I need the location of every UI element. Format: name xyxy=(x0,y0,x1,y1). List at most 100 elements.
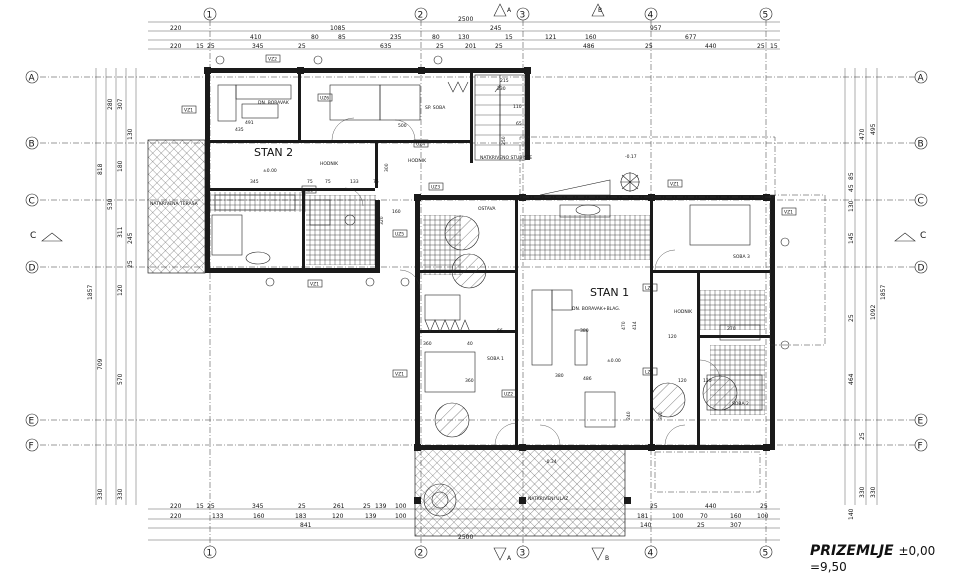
dim-top-957: 957 xyxy=(650,25,662,32)
idim-300b: 300 xyxy=(658,411,664,420)
dim-bot-183: 183 xyxy=(295,513,307,520)
dim-bot-25d: 25 xyxy=(650,503,658,510)
level-stan1: ±0.00 xyxy=(607,358,621,364)
dim-left-530: 530 xyxy=(107,198,114,210)
dim-left-total: 1857 xyxy=(87,285,94,300)
right-dimension-chains: 1857 1092 470 495 45 85 130 145 25 464 2… xyxy=(844,68,887,520)
idim-75a: 75 xyxy=(307,179,313,185)
dim-left-709: 709 xyxy=(97,358,104,370)
tag-lz1: LZ1 xyxy=(645,370,654,376)
dim-bot-220a: 220 xyxy=(170,503,182,510)
dim-top-85: 85 xyxy=(338,34,346,41)
axis-row-f-right: F xyxy=(918,442,923,452)
interior-dims: 500 435 491 345 75 75 133 75 160 320 360… xyxy=(235,78,736,420)
dim-bot-139b: 139 xyxy=(365,513,377,520)
opening-tags: VZ2 VZ1 UZ6 UZ4 UZ1 UZ3 UZ5 VZ1 VZ1 VZ1 … xyxy=(181,54,797,398)
axis-col-1-top: 1 xyxy=(207,11,213,21)
dim-left-25: 25 xyxy=(127,260,134,268)
dim-bot-100d: 100 xyxy=(757,513,769,520)
idim-470: 470 xyxy=(621,321,627,330)
section-a-top: A xyxy=(507,7,512,14)
idim-120a: 120 xyxy=(678,378,687,384)
dim-top-345: 345 xyxy=(252,43,264,50)
dim-top-220b: 220 xyxy=(170,43,182,50)
dim-top-440: 440 xyxy=(705,43,717,50)
dim-right-130: 130 xyxy=(848,200,855,212)
dim-top-15: 15 xyxy=(505,34,513,41)
dim-top-220a: 220 xyxy=(170,25,182,32)
dim-bot-261: 261 xyxy=(333,503,345,510)
dim-top-121: 121 xyxy=(545,34,557,41)
axis-row-c-left: C xyxy=(29,197,35,207)
furniture-stan1 xyxy=(424,204,763,428)
tag-vz2: VZ2 xyxy=(268,57,277,63)
idim-230: 230 xyxy=(497,86,506,92)
dim-bot-140: 140 xyxy=(640,522,652,529)
dim-top-486: 486 xyxy=(583,43,595,50)
idim-360b: 360 xyxy=(423,341,432,347)
tag-vz1-e: VZ1 xyxy=(395,372,404,378)
dim-bot-15: 15 xyxy=(196,503,204,510)
dim-top-677: 677 xyxy=(685,34,697,41)
walls xyxy=(205,68,775,450)
dim-top-410: 410 xyxy=(250,34,262,41)
entry-canopy xyxy=(654,451,761,493)
dim-right-470: 470 xyxy=(859,128,866,140)
room-hodnik-1: HODNIK xyxy=(674,309,693,315)
tag-uz3: UZ3 xyxy=(431,185,440,191)
columns xyxy=(204,67,770,504)
room-labels: DN. BORAVAK SP. SOBA HODNIK HODNIK NATKR… xyxy=(150,100,750,502)
plant-symbols xyxy=(431,172,640,509)
idim-414: 414 xyxy=(632,321,638,330)
level-stan2: ±0.00 xyxy=(263,168,277,174)
axis-col-2-top: 2 xyxy=(418,11,424,21)
room-soba-1: SOBA 1 xyxy=(487,356,504,362)
dim-bot-25c: 25 xyxy=(363,503,371,510)
dim-bot-25a: 25 xyxy=(207,503,215,510)
axis-col-4-bottom: 4 xyxy=(648,549,654,559)
roof-outline-1 xyxy=(519,136,776,198)
dim-bot-100: 100 xyxy=(395,503,407,510)
tag-uz4: UZ4 xyxy=(416,142,425,148)
idim-65: 65 xyxy=(516,121,522,127)
dim-right-1092: 1092 xyxy=(870,305,877,320)
dim-bot-25e: 25 xyxy=(760,503,768,510)
axis-col-4-top: 4 xyxy=(648,11,654,21)
tag-lz2: LZ2 xyxy=(645,286,654,292)
dim-bot-345: 345 xyxy=(252,503,264,510)
dim-bot-160: 160 xyxy=(253,513,265,520)
axis-bubbles-left: A B C D E F xyxy=(25,70,39,452)
idim-66: 66 xyxy=(497,328,503,334)
entry-steps xyxy=(539,179,611,196)
room-ostava: OSTAVA xyxy=(478,206,496,212)
tag-uz2: UZ2 xyxy=(504,392,513,398)
idim-435: 435 xyxy=(235,127,244,133)
furniture-stan2 xyxy=(211,84,421,265)
axis-col-3-bottom: 3 xyxy=(520,549,526,559)
tag-uz6: UZ6 xyxy=(320,96,329,102)
dim-left-330b: 330 xyxy=(117,488,124,500)
room-sp-soba-2: SP. SOBA xyxy=(425,105,446,111)
room-dnevni-boravak-2: DN. BORAVAK xyxy=(258,100,290,106)
dim-bot-25f: 25 xyxy=(697,522,705,529)
dim-bot-160b: 160 xyxy=(730,513,742,520)
room-hodnik-2: HODNIK xyxy=(320,161,339,167)
idim-491: 491 xyxy=(245,120,254,126)
dim-bot-841: 841 xyxy=(300,522,312,529)
doors xyxy=(331,117,721,446)
dim-right-330b: 330 xyxy=(870,486,877,498)
dim-left-818: 818 xyxy=(97,163,104,175)
tile-bath-3 xyxy=(700,290,765,330)
idim-75c: 75 xyxy=(373,179,379,185)
dim-top-25d: 25 xyxy=(495,43,503,50)
tag-uz1-a: UZ1 xyxy=(304,188,313,194)
tile-kitchen-2 xyxy=(210,192,306,212)
dim-bot-25b: 25 xyxy=(298,503,306,510)
dim-bot-total: 2500 xyxy=(458,534,473,541)
idim-270: 270 xyxy=(727,326,736,332)
dim-right-25: 25 xyxy=(848,314,855,322)
dim-top-130: 130 xyxy=(458,34,470,41)
dim-bot-120: 120 xyxy=(332,513,344,520)
idim-380: 380 xyxy=(555,373,564,379)
